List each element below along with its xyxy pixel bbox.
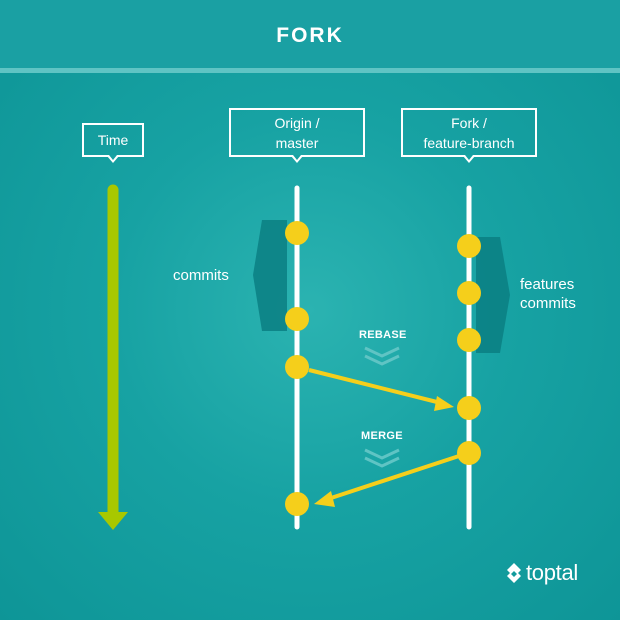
origin-label-line2: master bbox=[275, 134, 319, 151]
fork-commit bbox=[457, 328, 481, 352]
merge-arrow bbox=[314, 454, 460, 507]
merge-label: MERGE bbox=[361, 430, 403, 442]
origin-label-line1: Origin / bbox=[274, 114, 320, 131]
toptal-logo: toptal bbox=[505, 560, 578, 586]
time-box-pointer-inner bbox=[109, 155, 117, 160]
features-label-line1: features bbox=[520, 276, 575, 293]
time-label: Time bbox=[97, 132, 129, 148]
origin-commit bbox=[285, 307, 309, 331]
rebase-arrow bbox=[308, 368, 454, 411]
commits-bracket bbox=[253, 220, 287, 331]
origin-commit bbox=[285, 492, 309, 516]
merge-chevron-icon bbox=[364, 448, 400, 468]
features-bracket bbox=[476, 237, 510, 353]
features-label-line2: commits bbox=[520, 295, 576, 312]
origin-commit bbox=[285, 355, 309, 379]
features-commits-label: features commits bbox=[520, 275, 576, 313]
fork-commit bbox=[457, 441, 481, 465]
fork-commit bbox=[457, 234, 481, 258]
time-arrow bbox=[98, 184, 128, 530]
page-title: FORK bbox=[276, 24, 344, 47]
rebase-chevron-icon bbox=[364, 346, 400, 366]
fork-commit bbox=[457, 396, 481, 420]
header-bar: FORK bbox=[0, 0, 620, 73]
rebase-label: REBASE bbox=[359, 329, 407, 341]
fork-box-pointer-inner bbox=[465, 155, 473, 160]
origin-box-pointer-inner bbox=[293, 155, 301, 160]
commits-label: commits bbox=[173, 267, 229, 284]
toptal-logo-icon bbox=[507, 563, 521, 583]
origin-commit bbox=[285, 221, 309, 245]
fork-label-line1: Fork / bbox=[451, 114, 487, 131]
fork-label-line2: feature-branch bbox=[423, 134, 515, 151]
toptal-logo-text: toptal bbox=[526, 560, 579, 585]
fork-commit bbox=[457, 281, 481, 305]
